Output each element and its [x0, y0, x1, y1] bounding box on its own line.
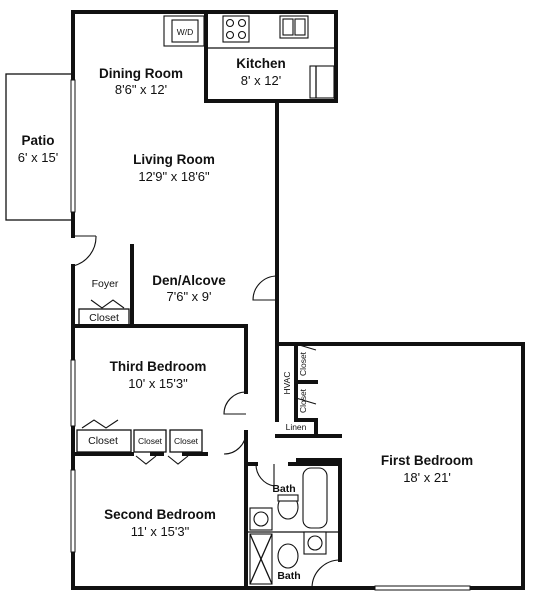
dining-room-dims: 8'6" x 12': [115, 82, 167, 97]
wall-bath-east: [288, 462, 342, 562]
window-second-bedroom: [70, 469, 76, 553]
living-room-dims: 12'9" x 18'6": [138, 169, 210, 184]
stove-burner-1: [225, 18, 235, 28]
patio-dims: 6' x 15': [18, 150, 58, 165]
foyer-closet-label: Closet: [89, 312, 119, 324]
kitchen-appliances: W/D: [163, 15, 336, 99]
second-bedroom-name: Second Bedroom: [104, 507, 216, 522]
hvac-closet-upper-label: Closet: [298, 351, 308, 376]
windows: [70, 79, 471, 591]
wall-kitchen-south: [204, 46, 279, 103]
closet-left-pair-label: Closet: [138, 436, 163, 446]
bath-door: [255, 463, 275, 487]
stove-burner-4: [237, 30, 247, 40]
hall-door: [252, 275, 278, 301]
third-bedroom-name: Third Bedroom: [110, 359, 207, 374]
hvac-closet-lower-label: Closet: [298, 388, 308, 413]
sink-lower-basin: [307, 535, 323, 551]
hvac-label: HVAC: [282, 372, 292, 395]
patio: Patio 6' x 15': [5, 73, 73, 221]
closet-doors-hvac: [295, 343, 317, 405]
room-labels: Dining Room 8'6" x 12' Kitchen 8' x 12' …: [92, 56, 474, 582]
linen-label: Linen: [286, 422, 307, 432]
stove-burner-2: [237, 18, 247, 28]
window-patio: [70, 79, 76, 213]
kitchen-sink-basin-2: [294, 18, 306, 36]
third-bedroom-closet-label: Closet: [88, 435, 118, 447]
bath-fixtures: [246, 467, 340, 585]
stove: [222, 15, 250, 43]
sink-upper-basin: [253, 511, 269, 527]
first-bedroom-dims: 18' x 21': [403, 470, 451, 485]
toilet-lower: [277, 543, 299, 569]
window-third-bedroom: [70, 359, 76, 427]
bath-upper-label: Bath: [272, 483, 295, 495]
wall-kitchen-east: [275, 10, 338, 340]
closet-right-pair-label: Closet: [174, 436, 199, 446]
first-bedroom-name: First Bedroom: [381, 453, 473, 468]
refrigerator: [309, 65, 335, 99]
closet-left-pair: [133, 429, 167, 453]
den-alcove-dims: 7'6" x 9': [167, 289, 212, 304]
kitchen-dims: 8' x 12': [241, 73, 281, 88]
foyer-label: Foyer: [92, 278, 119, 290]
wd-label: W/D: [177, 27, 194, 37]
third-bedroom-door: [223, 391, 247, 415]
bath-lower-label: Bath: [277, 570, 300, 582]
kitchen-name: Kitchen: [236, 56, 286, 71]
third-bedroom-closet: [76, 429, 132, 453]
bathtub: [302, 467, 328, 529]
closet-right-pair: [169, 429, 203, 453]
foyer-closet: [78, 308, 130, 326]
den-alcove-name: Den/Alcove: [152, 273, 226, 288]
second-bedroom-dims: 11' x 15'3": [131, 524, 190, 539]
patio-name: Patio: [21, 133, 54, 148]
entry-door: [72, 235, 97, 267]
shower-x-2: [249, 533, 273, 585]
second-bedroom-closet-doors: [135, 455, 189, 465]
third-bedroom-closet-doors: [81, 419, 119, 429]
closets: Closet Closet Closet Closet HVAC Closet …: [76, 308, 308, 453]
wall-third-bedroom-top: [71, 324, 248, 394]
wall-hvac-closet: [294, 342, 318, 422]
bath-door-2: [311, 559, 341, 589]
toilet-upper-tank: [277, 494, 299, 502]
walls: [71, 10, 525, 590]
third-bedroom-dims: 10' x 15'3": [128, 376, 188, 391]
window-first-bedroom: [374, 585, 471, 591]
doors: [72, 235, 341, 589]
foyer-closet-doors: [90, 299, 125, 309]
living-room-name: Living Room: [133, 152, 215, 167]
dining-room-name: Dining Room: [99, 66, 183, 81]
kitchen-sink-basin-1: [282, 18, 294, 36]
washer-dryer: [171, 19, 199, 43]
stove-burner-3: [225, 30, 235, 40]
third-bedroom-door-swing: [223, 431, 247, 455]
